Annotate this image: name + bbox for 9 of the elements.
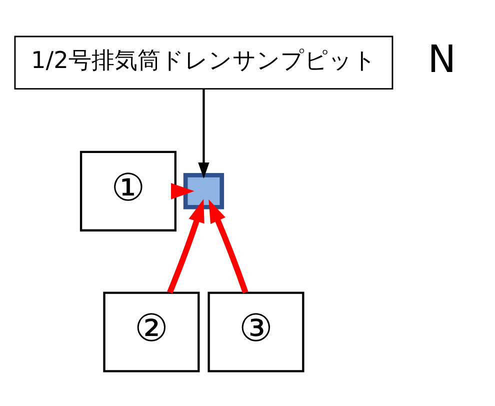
arrow — [166, 198, 204, 294]
node-box: 1/2号排気筒ドレンサンプピット — [14, 35, 393, 90]
node-box — [182, 172, 224, 209]
node-box: ③ — [207, 291, 304, 372]
node-box: ② — [102, 291, 200, 372]
arrow — [170, 182, 194, 199]
arrow — [208, 198, 248, 293]
label: N — [427, 36, 456, 80]
arrow — [198, 88, 209, 178]
